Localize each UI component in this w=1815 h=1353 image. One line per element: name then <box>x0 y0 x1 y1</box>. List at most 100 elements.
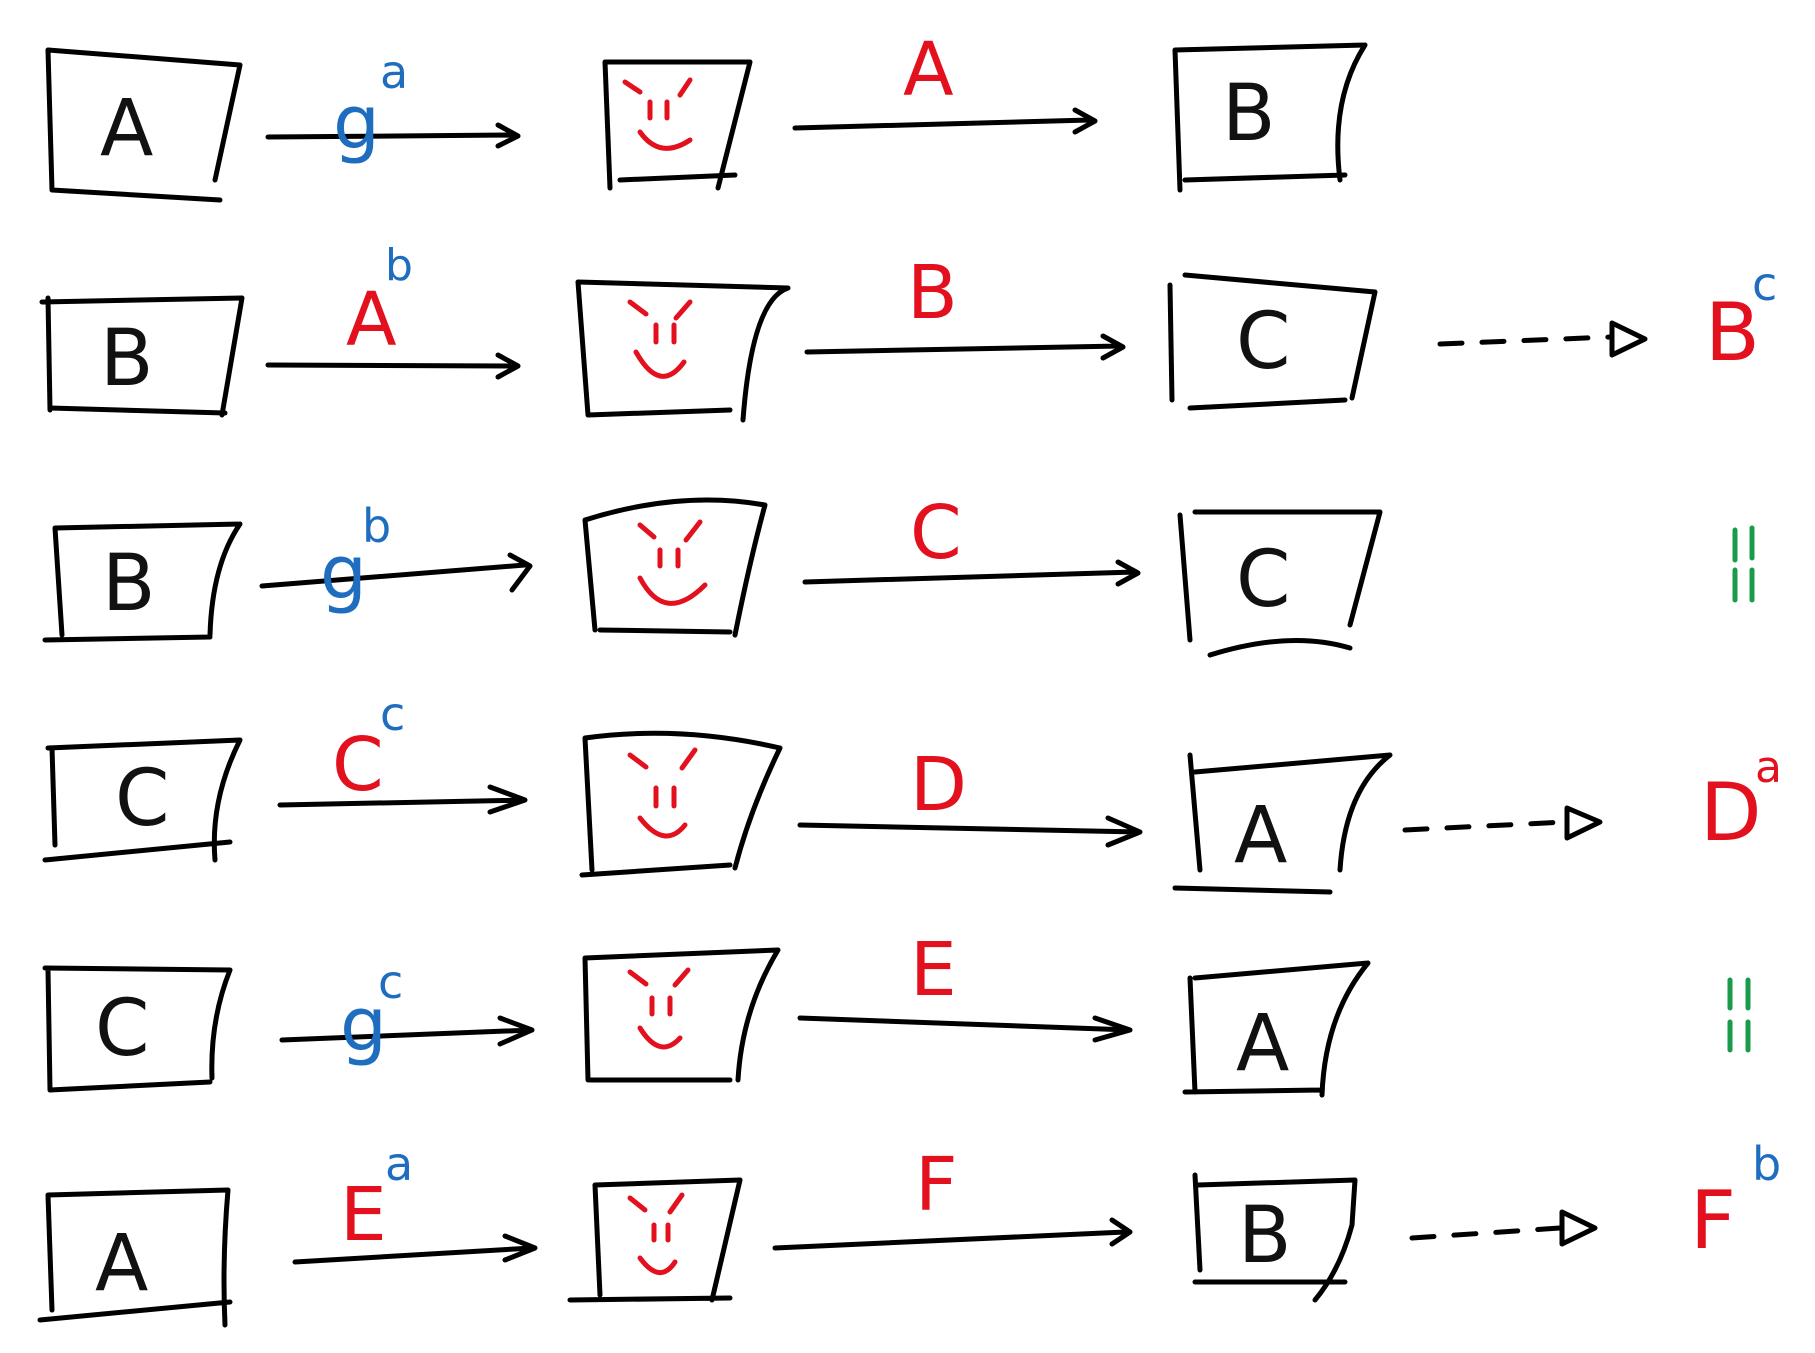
dashed-arrow-right-icon <box>1437 334 1613 347</box>
output-box: B <box>1192 1172 1358 1303</box>
output-label: C <box>1236 297 1290 387</box>
devil-face-icon <box>627 1192 685 1275</box>
devil-face-box <box>582 497 768 638</box>
devil-face-box <box>567 1177 743 1303</box>
first-arrow-label: C <box>332 722 384 808</box>
second-arrow: F <box>772 1142 1133 1251</box>
second-arrow: A <box>792 27 1098 135</box>
dashed-arrow <box>1437 320 1648 358</box>
devil-face-icon <box>627 747 698 839</box>
result-label: B <box>1705 286 1760 379</box>
result-superscript: c <box>1752 257 1777 311</box>
result-superscript: b <box>1752 1137 1781 1191</box>
dashed-arrow <box>1409 1209 1598 1247</box>
arrow-right-icon <box>772 1217 1133 1251</box>
row-3: B g b C C = <box>42 490 1755 658</box>
output-label: A <box>1236 999 1289 1089</box>
second-arrow-label: F <box>915 1142 958 1228</box>
input-box: C <box>42 737 243 863</box>
output-box: A <box>1182 960 1371 1098</box>
equals-icon <box>1732 525 1755 603</box>
arrow-right-icon <box>792 107 1098 135</box>
input-label: C <box>95 984 149 1074</box>
second-arrow-label: E <box>910 927 957 1013</box>
arrow-right-icon <box>279 1015 535 1047</box>
arrow-right-icon <box>802 559 1141 587</box>
arrow-right-icon <box>265 122 521 149</box>
second-arrow: B <box>804 250 1126 361</box>
second-arrow: D <box>797 742 1143 848</box>
result-label: F <box>1690 1174 1736 1267</box>
input-box: B <box>42 521 243 643</box>
row-4: C C c D A D a <box>42 687 1782 895</box>
arrow-right-icon <box>277 784 528 815</box>
first-arrow-superscript: b <box>385 240 413 291</box>
input-box: B <box>39 295 245 418</box>
input-label: C <box>115 754 169 844</box>
first-arrow: g c <box>279 955 535 1068</box>
second-arrow-label: C <box>910 490 962 576</box>
first-arrow-label: g <box>320 530 367 616</box>
dashed-arrow-right-icon <box>1409 1225 1563 1241</box>
devil-face-box <box>602 59 753 191</box>
equals-sign: = <box>1727 977 1751 1053</box>
output-box: A <box>1172 752 1393 895</box>
output-label: B <box>1222 69 1276 159</box>
output-label: C <box>1236 535 1290 625</box>
input-label: A <box>100 84 153 174</box>
first-arrow-superscript: c <box>378 955 403 1009</box>
equals-icon <box>1727 977 1751 1053</box>
devil-face-box <box>579 730 783 878</box>
first-arrow-label: g <box>340 982 387 1068</box>
row-5: C g c E A = <box>42 927 1751 1098</box>
first-arrow-label: A <box>346 277 397 363</box>
first-arrow: C c <box>277 687 528 815</box>
first-arrow-superscript: a <box>385 1137 413 1191</box>
equals-sign: = <box>1732 525 1755 603</box>
row-2: B A b B C B c <box>39 240 1777 423</box>
devil-face-icon <box>622 77 693 151</box>
input-label: B <box>100 314 154 404</box>
second-arrow-label: D <box>910 742 967 828</box>
first-arrow-superscript: c <box>380 687 405 741</box>
arrow-right-icon <box>259 552 533 593</box>
input-label: B <box>102 539 156 629</box>
output-label: A <box>1234 791 1287 881</box>
arrow-right-icon <box>797 1015 1133 1043</box>
row-1: A g a A B <box>45 27 1368 203</box>
first-arrow-label: g <box>333 80 380 166</box>
result-term: D a <box>1700 742 1782 859</box>
output-box: C <box>1167 272 1378 411</box>
input-box: A <box>37 1187 233 1328</box>
output-box: C <box>1177 509 1383 658</box>
devil-face-icon <box>637 519 708 606</box>
second-arrow-label: B <box>907 250 958 336</box>
result-term: F b <box>1690 1137 1781 1267</box>
devil-face-icon <box>627 299 693 379</box>
first-arrow: g b <box>259 499 533 616</box>
devil-face-box <box>582 947 781 1083</box>
second-arrow-label: A <box>903 27 954 113</box>
result-superscript: a <box>1755 742 1782 793</box>
devil-face-icon <box>627 967 691 1050</box>
input-box: A <box>45 47 243 203</box>
dashed-arrow-right-icon <box>1402 819 1568 833</box>
first-arrow-superscript: a <box>380 45 408 99</box>
first-arrow-label: E <box>340 1172 387 1258</box>
first-arrow-superscript: b <box>362 499 391 553</box>
result-term: B c <box>1705 257 1777 379</box>
dashed-arrow <box>1402 805 1603 841</box>
arrow-right-icon <box>797 815 1143 848</box>
output-label: B <box>1238 1191 1292 1281</box>
first-arrow: E a <box>292 1137 538 1265</box>
devil-face-box <box>575 279 791 423</box>
row-6: A E a F B F b <box>37 1137 1781 1328</box>
second-arrow: C <box>802 490 1141 587</box>
arrow-right-icon <box>265 352 521 380</box>
arrow-right-icon <box>804 333 1126 361</box>
arrow-right-icon <box>292 1233 538 1265</box>
first-arrow: A b <box>265 240 521 380</box>
second-arrow: E <box>797 927 1133 1043</box>
input-box: C <box>42 965 233 1093</box>
